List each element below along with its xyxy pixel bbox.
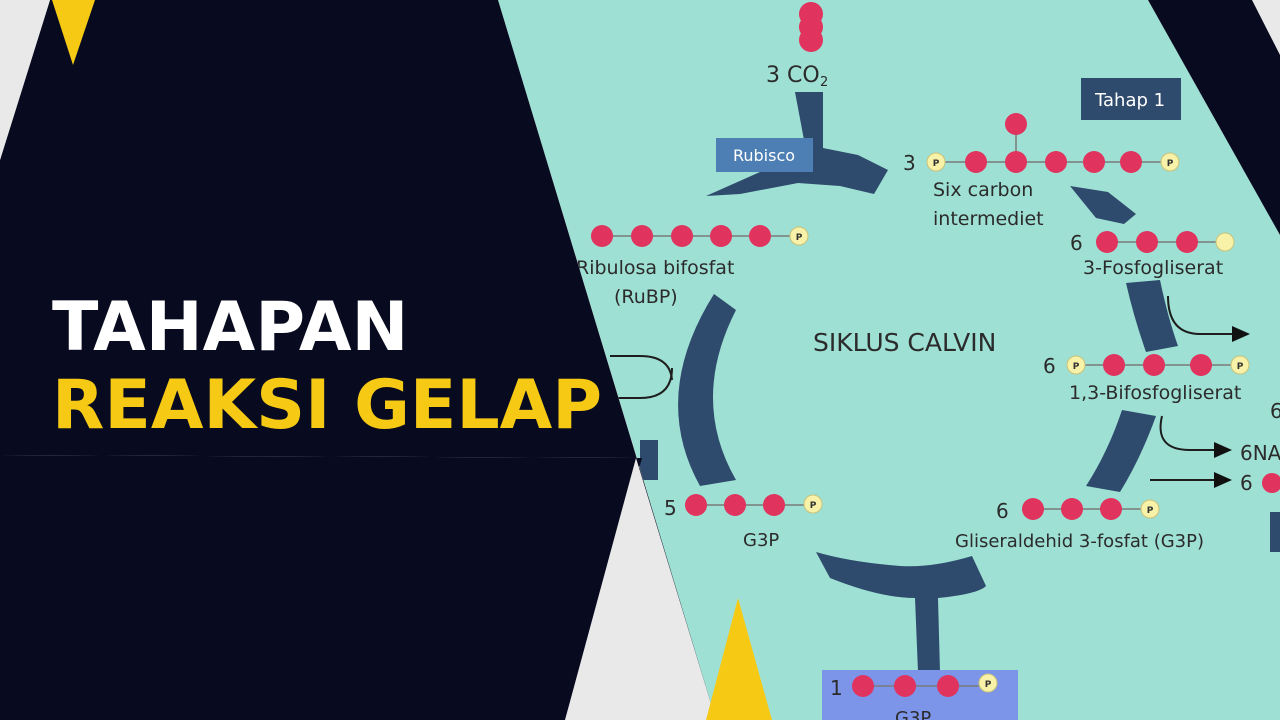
six-carbon-label-1: Six carbon: [933, 179, 1033, 201]
g3p5-count: 5: [664, 496, 677, 520]
calvin-cycle-diagram: 3 CO 2 Rubisco Tahap 1 3 P P Six carbon …: [576, 2, 1280, 720]
six-carbon-molecule: P P: [926, 113, 1180, 173]
output-molecule: P: [852, 673, 998, 697]
right-edge-box: [1270, 512, 1280, 552]
arrow-to-bpg: [1126, 280, 1178, 352]
bottom-yellow-triangle: [706, 598, 772, 720]
right-six-a: 6: [1270, 399, 1280, 423]
co2-subscript: 2: [820, 75, 828, 90]
title-line-1: TAHAPAN: [52, 288, 408, 367]
six-carbon-label-2: intermediet: [933, 208, 1044, 230]
g3p5-label: G3P: [743, 530, 779, 551]
bottom-navy-wedge: [0, 455, 642, 720]
top-right-light-sliver: [1252, 0, 1280, 55]
bpg-molecule: P P: [1066, 354, 1250, 376]
svg-text:P: P: [810, 501, 817, 511]
output-count: 1: [830, 676, 843, 700]
right-six-b: 6: [1240, 471, 1253, 495]
rubisco-label: Rubisco: [733, 146, 795, 165]
nadph-partial-label: 6NA: [1240, 441, 1280, 465]
bpg-label: 1,3-Bifosfogliserat: [1069, 382, 1241, 404]
left-navy-panel: [0, 0, 716, 720]
output-label: G3P: [895, 708, 931, 720]
arrow-to-3pga: [1070, 186, 1136, 224]
stage1-label: Tahap 1: [1094, 90, 1165, 111]
bottom-gray-triangle: [565, 458, 716, 720]
rubisco-box: [716, 138, 813, 172]
g3p-molecule: P: [1022, 498, 1160, 520]
g3p-count: 6: [996, 499, 1009, 523]
six-carbon-count: 3: [903, 151, 916, 175]
top-yellow-triangle: [52, 0, 95, 65]
top-right-navy-panel: [1148, 0, 1280, 235]
co2-entry-arrow: [706, 92, 888, 196]
g3p-label: Gliseraldehid 3-fosfat (G3P): [955, 531, 1204, 552]
arrow-to-g3p: [1086, 410, 1156, 492]
pga-molecule: [1096, 231, 1235, 253]
pga-label: 3-Fosfogliserat: [1083, 257, 1223, 279]
co2-molecules: [799, 2, 823, 52]
rubp-label-1: Ribulosa bifosfat: [576, 257, 734, 279]
co2-label: 3 CO: [766, 63, 820, 88]
left-edge-box: [640, 440, 658, 480]
diagram-background: [498, 0, 1280, 720]
g3p5-molecule: P: [685, 494, 823, 516]
top-left-gray-triangle: [0, 0, 50, 160]
arrow-to-output: [816, 552, 986, 672]
stage1-box: [1081, 78, 1181, 120]
title-line-2: REAKSI GELAP: [52, 366, 602, 445]
svg-text:P: P: [1167, 159, 1174, 169]
bpg-count: 6: [1043, 354, 1056, 378]
svg-text:P: P: [796, 233, 803, 243]
rubp-molecule: P: [591, 225, 809, 247]
atp-branch: [1167, 295, 1232, 335]
nadph-branch: [1159, 415, 1214, 451]
svg-text:P: P: [933, 159, 940, 169]
svg-text:P: P: [1147, 506, 1154, 516]
svg-text:P: P: [1237, 362, 1244, 372]
right-edge-carbon: [1262, 473, 1280, 493]
rubp-label-2: (RuBP): [614, 286, 678, 308]
arrow-regeneration: [678, 294, 736, 486]
svg-text:P: P: [985, 680, 992, 690]
svg-text:P: P: [1073, 362, 1080, 372]
pga-count: 6: [1070, 231, 1083, 255]
cycle-name: SIKLUS CALVIN: [813, 328, 996, 357]
